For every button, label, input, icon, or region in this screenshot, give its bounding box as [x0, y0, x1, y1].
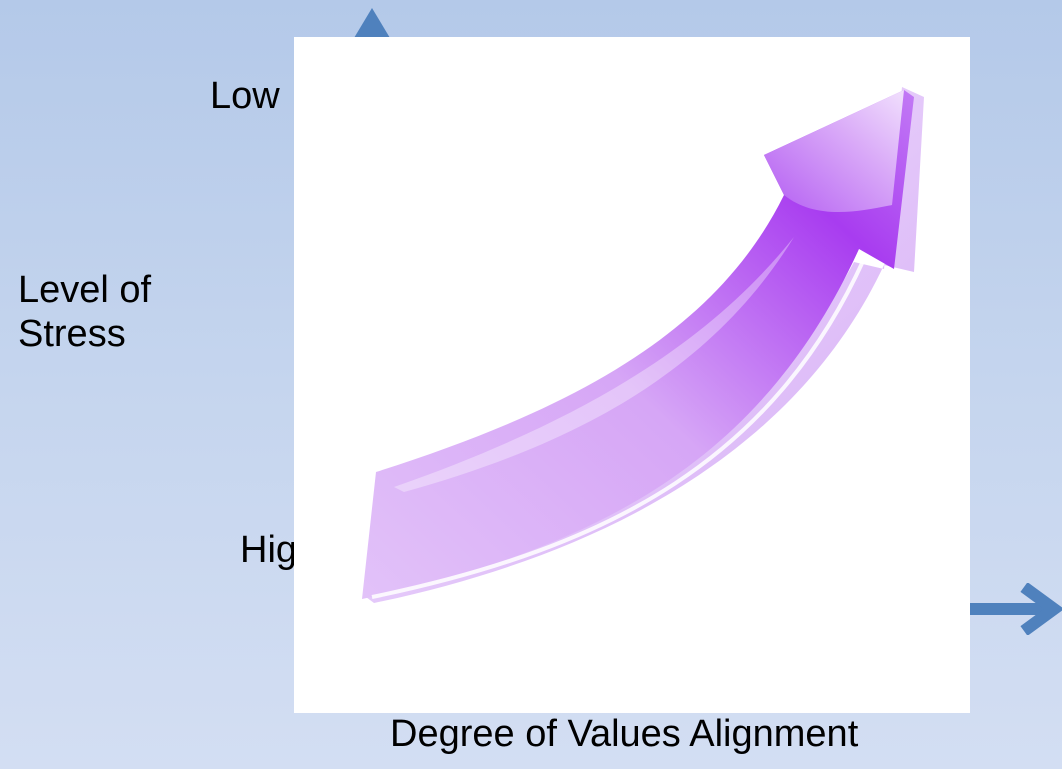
rising-curved-arrow-icon [362, 87, 924, 603]
y-axis-title: Level of Stress [18, 268, 151, 356]
y-axis-title-line1: Level of [18, 269, 152, 311]
x-axis-title: Degree of Values Alignment [390, 713, 859, 755]
y-axis-low-label: Low [210, 75, 280, 117]
rising-arrow-image [294, 37, 970, 713]
y-axis-title-line2: Stress [18, 313, 126, 355]
x-axis-right-arrow-icon [968, 583, 1062, 635]
